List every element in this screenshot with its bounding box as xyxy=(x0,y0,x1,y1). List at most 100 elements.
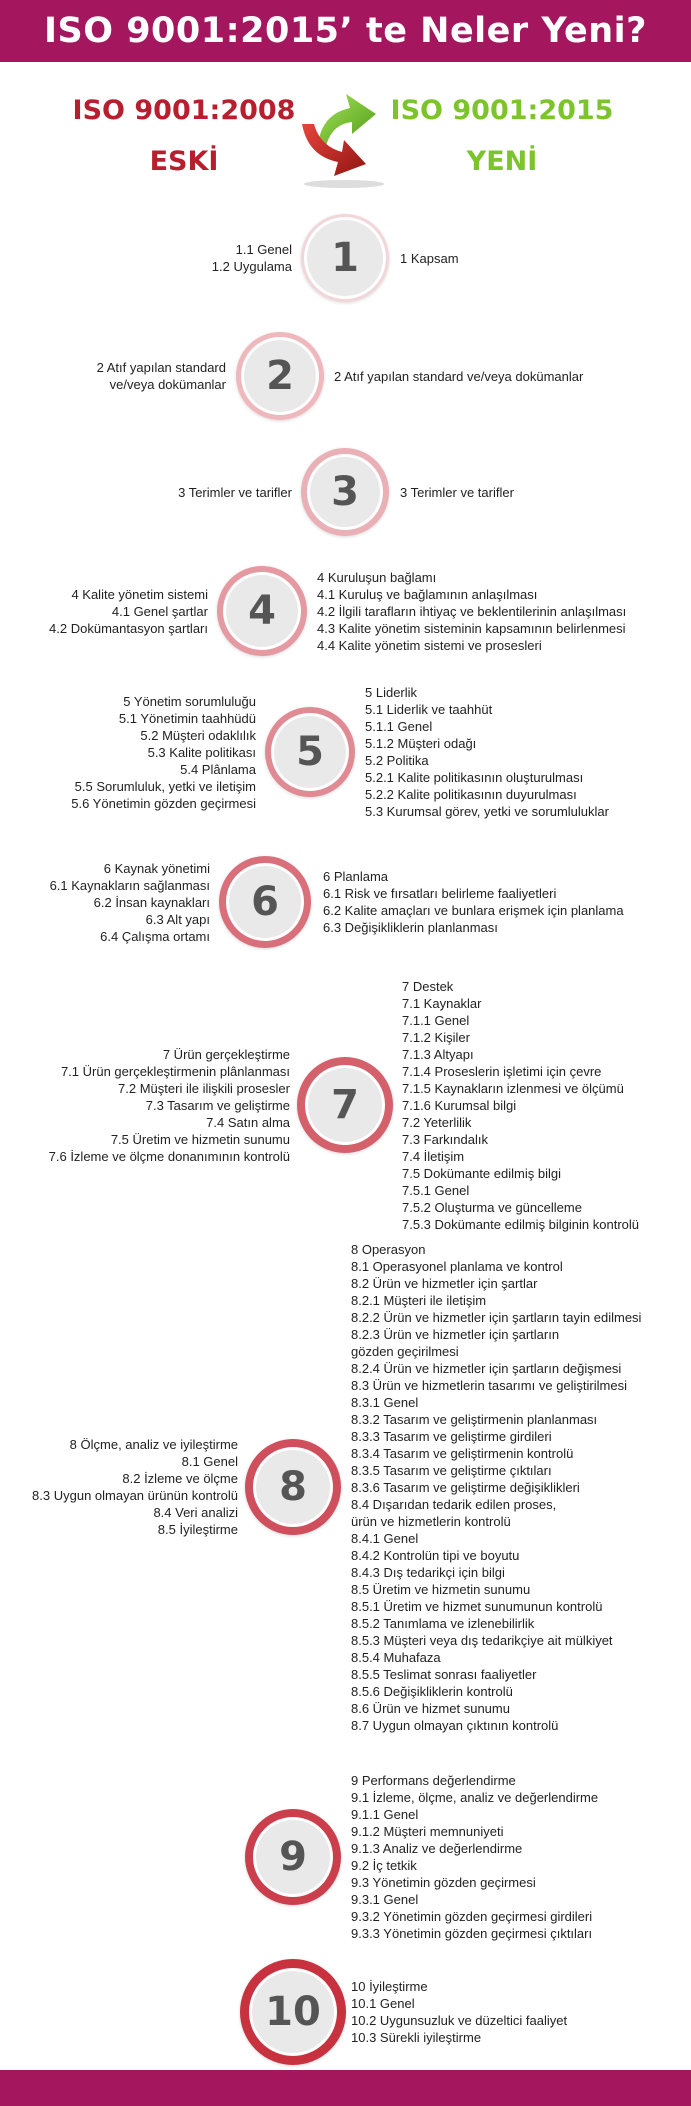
new-clause-item: 7.1.5 Kaynakların izlenmesi ve ölçümü xyxy=(402,1080,624,1096)
new-clause-item: 5.1 Liderlik ve taahhüt xyxy=(365,702,493,717)
old-clause-item: 7.6 İzleme ve ölçme donanımının kontrolü xyxy=(48,1148,290,1164)
new-clause-item: 5.1.1 Genel xyxy=(365,719,433,734)
section-number: 2 xyxy=(266,353,294,399)
section-number: 10 xyxy=(265,1989,321,2035)
bottom-bar xyxy=(0,2070,691,2106)
new-clause-item: 8.6 Ürün ve hizmet sunumu xyxy=(351,1700,510,1716)
new-clause-item: 8.4.2 Kontrolün tipi ve boyutu xyxy=(351,1547,520,1563)
new-clause-item: 7 Destek xyxy=(402,978,454,994)
new-clause-item: 9.1.3 Analiz ve değerlendirme xyxy=(351,1841,523,1856)
new-clause-item: 8.3.1 Genel xyxy=(351,1394,419,1410)
new-clause-item: 6.3 Değişikliklerin planlanması xyxy=(323,920,498,935)
section-number-circle: 2 xyxy=(236,332,324,420)
old-clause-item: 5.6 Yönetimin gözden geçirmesi xyxy=(71,795,256,811)
new-clause-item: 8.4.3 Dış tedarikçi için bilgi xyxy=(351,1564,505,1580)
new-clause-item: 5.3 Kurumsal görev, yetki ve sorumlulukl… xyxy=(365,804,609,819)
new-clause-item: 7.1.4 Proseslerin işletimi için çevre xyxy=(402,1063,602,1079)
old-clause-item: 7 Ürün gerçekleştirme xyxy=(162,1046,290,1062)
old-clause-item: 8.1 Genel xyxy=(181,1454,238,1469)
section-number: 4 xyxy=(248,588,276,634)
old-clause-item: 1.1 Genel xyxy=(235,242,292,257)
new-clause-item: 10 İyileştirme xyxy=(351,1979,428,1994)
new-clause-item: 5.1.2 Müşteri odağı xyxy=(365,736,477,751)
new-clause-item: 9 Performans değerlendirme xyxy=(351,1773,516,1788)
new-clause-item: 10.1 Genel xyxy=(351,1996,415,2011)
old-clause-item: 8 Ölçme, analiz ve iyileştirme xyxy=(69,1437,238,1452)
new-clause-item: 10.2 Uygunsuzluk ve düzeltici faaliyet xyxy=(351,2013,568,2028)
new-clause-list: 3 Terimler ve tarifler xyxy=(400,484,514,501)
old-clause-item: 8.4 Veri analizi xyxy=(153,1505,238,1520)
section-number: 7 xyxy=(331,1082,359,1128)
new-clause-item: 5.2 Politika xyxy=(365,753,429,768)
section-number: 5 xyxy=(296,729,324,775)
new-clause-item: 4.1 Kuruluş ve bağlamının anlaşılması xyxy=(317,586,538,602)
old-clause-item: 1.2 Uygulama xyxy=(211,259,292,274)
old-clause-item: 8.2 İzleme ve ölçme xyxy=(122,1471,238,1486)
new-clause-item: 7.5.2 Oluşturma ve güncelleme xyxy=(402,1199,582,1215)
new-clause-item: 7.2 Yeterlilik xyxy=(402,1114,472,1130)
new-clause-item: 3 Terimler ve tarifler xyxy=(400,484,514,500)
old-clause-item: 5.4 Plânlama xyxy=(180,761,256,777)
old-version-label: ESKİ xyxy=(149,146,219,177)
old-version-title: ISO 9001:2008 xyxy=(72,95,296,126)
new-clause-item: 8.3 Ürün ve hizmetlerin tasarımı ve geli… xyxy=(351,1377,627,1393)
new-clause-item: 8.4 Dışarıdan tedarik edilen proses, xyxy=(351,1496,557,1512)
new-clause-item: 7.3 Farkındalık xyxy=(402,1131,488,1147)
new-clause-item: 8.3.2 Tasarım ve geliştirmenin planlanma… xyxy=(351,1411,598,1427)
new-clause-item: 8.3.3 Tasarım ve geliştirme girdileri xyxy=(351,1428,552,1444)
old-clause-item: 4.1 Genel şartlar xyxy=(111,603,208,619)
new-clause-item: 7.1.2 Kişiler xyxy=(402,1029,470,1045)
new-clause-item: 8.5 Üretim ve hizmetin sunumu xyxy=(351,1581,531,1597)
old-clause-item: 5.2 Müşteri odaklılık xyxy=(140,727,256,743)
old-clause-item: 7.1 Ürün gerçekleştirmenin plânlanması xyxy=(60,1063,290,1079)
new-clause-item: 6 Planlama xyxy=(323,869,389,884)
new-clause-item: 8.5.6 Değişikliklerin kontrolü xyxy=(351,1683,513,1699)
new-clause-item: 6.1 Risk ve fırsatları belirleme faaliye… xyxy=(323,886,557,901)
old-clause-item: 6.3 Alt yapı xyxy=(145,911,210,927)
old-clause-item: 5.1 Yönetimin taahhüdü xyxy=(118,710,256,726)
section-number-circle: 10 xyxy=(240,1959,346,2065)
new-clause-item: 8.3.5 Tasarım ve geliştirme çıktıları xyxy=(351,1462,552,1478)
new-clause-item: 8.5.4 Muhafaza xyxy=(351,1649,441,1665)
new-clause-item: 9.1 İzleme, ölçme, analiz ve değerlendir… xyxy=(351,1790,599,1805)
old-clause-item: 4.2 Dokümantasyon şartları xyxy=(49,620,208,636)
new-clause-item: 2 Atıf yapılan standard ve/veya dokümanl… xyxy=(334,368,584,384)
new-clause-item: 7.1.3 Altyapı xyxy=(402,1046,474,1062)
new-clause-item: 8.2.2 Ürün ve hizmetler için şartların t… xyxy=(351,1309,642,1325)
new-clause-item: 4.2 İlgili tarafların ihtiyaç ve beklent… xyxy=(317,603,627,619)
new-clause-item: 7.4 İletişim xyxy=(402,1148,465,1164)
old-clause-item: 6.1 Kaynakların sağlanması xyxy=(49,877,210,893)
new-clause-item: 1 Kapsam xyxy=(400,250,459,266)
old-clause-item: 8.5 İyileştirme xyxy=(157,1522,238,1537)
section-number-circle: 9 xyxy=(245,1809,341,1905)
new-clause-item: 8.3.4 Tasarım ve geliştirmenin kontrolü xyxy=(351,1445,574,1461)
old-clause-item: 5 Yönetim sorumluluğu xyxy=(123,693,256,709)
old-clause-item: 6 Kaynak yönetimi xyxy=(103,860,210,876)
old-clause-item: 6.2 İnsan kaynakları xyxy=(93,894,210,910)
new-clause-item: 9.3.1 Genel xyxy=(351,1892,419,1907)
new-clause-item: 5 Liderlik xyxy=(365,685,418,700)
new-clause-item: 10.3 Sürekli iyileştirme xyxy=(351,2030,482,2045)
section-number: 3 xyxy=(331,469,359,515)
old-clause-item: 2 Atıf yapılan standard xyxy=(96,360,226,375)
new-clause-list: 5 Liderlik 5.1 Liderlik ve taahhüt 5.1.1 G… xyxy=(365,684,609,820)
old-clause-item: 7.4 Satın alma xyxy=(206,1114,290,1130)
new-version-label: YENİ xyxy=(466,146,538,177)
new-version-title: ISO 9001:2015 xyxy=(390,95,614,126)
new-clause-item: 8.2.3 Ürün ve hizmetler için şartların xyxy=(351,1326,560,1342)
old-clause-item: 6.4 Çalışma ortamı xyxy=(100,928,210,944)
new-clause-item: 7.1.1 Genel xyxy=(402,1012,470,1028)
new-clause-item: 8.5.1 Üretim ve hizmet sunumunun kontrol… xyxy=(351,1598,603,1614)
new-clause-item: 8.7 Uygun olmayan çıktının kontrolü xyxy=(351,1717,559,1733)
section-number-circle: 1 xyxy=(301,214,389,302)
new-clause-list: 10 İyileştirme 10.1 Genel 10.2 Uygunsuzluk… xyxy=(351,1978,567,2046)
new-clause-list: 9 Performans değerlendirme 9.1 İzleme, öl… xyxy=(351,1772,598,1942)
section-number-circle: 4 xyxy=(217,566,307,656)
old-clause-item: 3 Terimler ve tarifler xyxy=(178,484,292,500)
section-number: 8 xyxy=(279,1464,307,1510)
